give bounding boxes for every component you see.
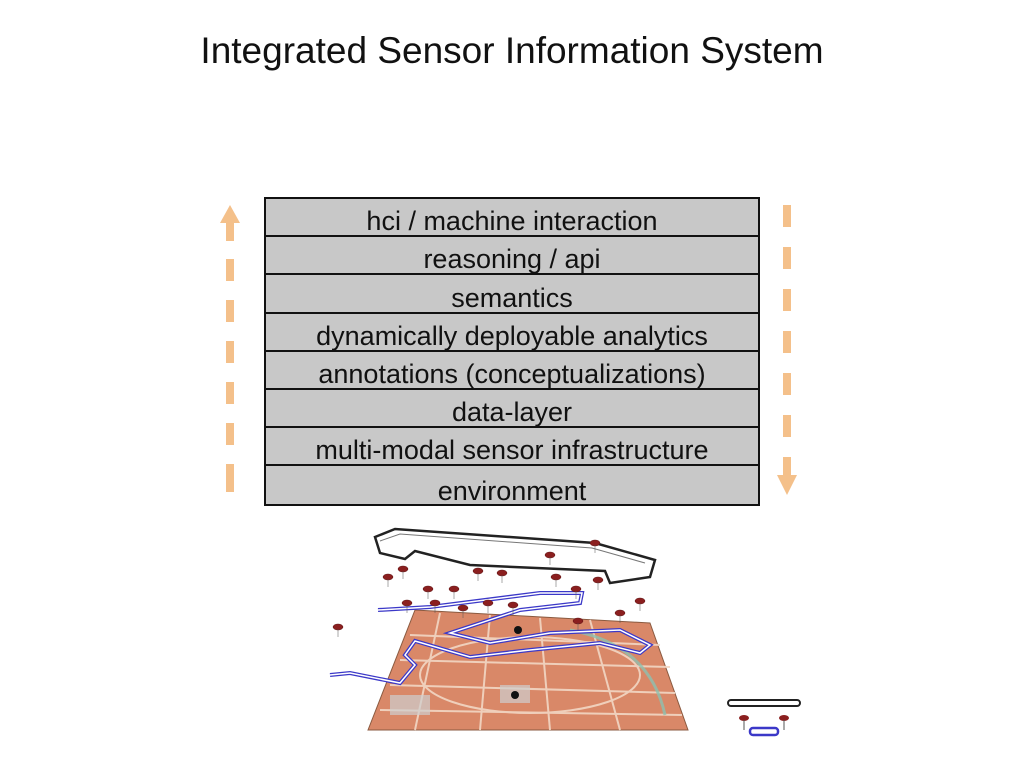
sensor-pin-icon	[397, 565, 409, 579]
sensor-pin-icon	[382, 573, 394, 587]
sensor-pin-icon	[482, 599, 494, 613]
sensor-pin-icon	[544, 551, 556, 565]
sensor-map-illustration	[329, 527, 689, 731]
sensor-pin-icon	[550, 573, 562, 587]
layer-stack: hci / machine interaction reasoning / ap…	[264, 197, 760, 506]
layer-hci: hci / machine interaction	[266, 199, 758, 238]
sensor-pin-icon	[507, 601, 519, 615]
sensor-pin-icon	[496, 569, 508, 583]
layer-environment: environment	[437, 475, 587, 506]
dashed-up-arrow-icon	[220, 205, 240, 492]
sensor-pin-icon	[429, 599, 441, 613]
sensor-pin-icon	[332, 623, 344, 637]
layer-semantics: semantics	[266, 275, 758, 314]
sensor-pin-icon	[472, 567, 484, 581]
layer-analytics: dynamically deployable analytics	[266, 314, 758, 352]
sensor-pin-icon	[634, 597, 646, 611]
legend-icon	[727, 699, 801, 737]
sensor-pin-icon	[457, 604, 469, 618]
sensor-pin-icon	[589, 539, 601, 553]
sensor-pin-icon	[570, 585, 582, 599]
sensor-pin-icon	[572, 617, 584, 631]
route-white	[373, 527, 657, 585]
sensor-pin-icon	[401, 599, 413, 613]
layer-sensor-infrastructure: multi-modal sensor infrastructure	[266, 428, 758, 467]
layer-annotations: annotations (conceptualizations)	[266, 352, 758, 390]
sensor-pin-icon	[448, 585, 460, 599]
dashed-down-arrow-icon	[777, 205, 797, 495]
sensor-pins	[332, 539, 646, 637]
sensor-pin-icon	[592, 576, 604, 590]
diagram-title: Integrated Sensor Information System	[200, 30, 824, 71]
layer-data: data-layer	[266, 390, 758, 429]
layer-reasoning: reasoning / api	[266, 237, 758, 276]
sensor-pin-icon	[422, 585, 434, 599]
sensor-pin-icon	[614, 609, 626, 623]
